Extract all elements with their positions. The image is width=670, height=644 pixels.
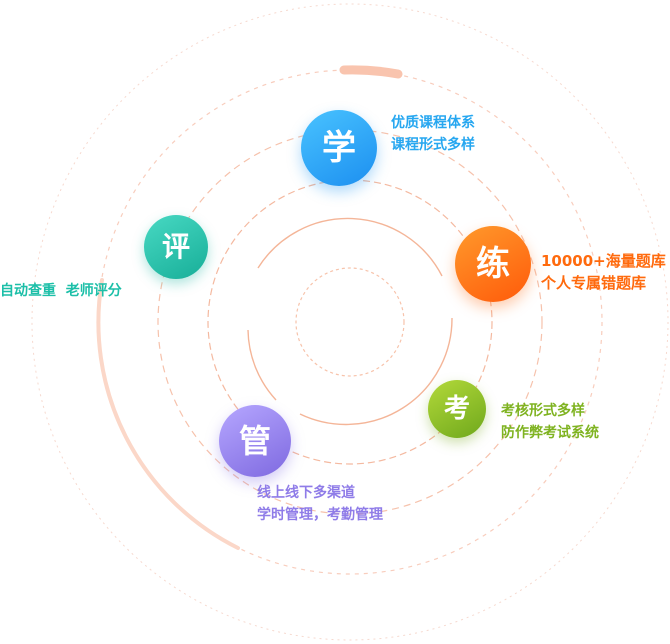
kao-exam-node[interactable]: 考 <box>428 380 486 438</box>
guan-manage-node[interactable]: 管 <box>219 405 291 477</box>
kao-caption-line-1: 考核形式多样 <box>501 403 585 419</box>
lian-caption-line-2: 个人专属错题库 <box>541 274 647 292</box>
kao-caption: 考核形式多样 防作弊考试系统 <box>501 400 599 444</box>
xue-caption-line-2: 课程形式多样 <box>391 137 475 153</box>
kao-caption-line-2: 防作弊考试系统 <box>501 425 599 441</box>
lian-caption-line-1: 10000+海量题库 <box>541 252 666 270</box>
guan-caption: 线上线下多渠道 学时管理，考勤管理 <box>257 482 383 526</box>
lian-caption: 10000+海量题库 个人专属错题库 <box>541 250 666 294</box>
xue-learn-node[interactable]: 学 <box>301 110 377 186</box>
xue-char: 学 <box>322 128 356 168</box>
guan-caption-line-1: 线上线下多渠道 <box>257 485 355 501</box>
xue-caption-line-1: 优质课程体系 <box>391 115 475 131</box>
ping-char: 评 <box>161 230 190 263</box>
ping-caption: 自动查重 老师评分 <box>0 236 122 324</box>
kao-char: 考 <box>443 394 470 424</box>
lian-practice-node[interactable]: 练 <box>455 226 531 302</box>
guan-char: 管 <box>238 422 271 460</box>
xue-caption: 优质课程体系 课程形式多样 <box>391 112 475 156</box>
guan-caption-line-2: 学时管理，考勤管理 <box>257 507 383 523</box>
ping-evaluate-node[interactable]: 评 <box>144 215 208 279</box>
ping-caption-line-1: 自动查重 老师评分 <box>0 283 122 299</box>
lian-char: 练 <box>476 244 510 284</box>
